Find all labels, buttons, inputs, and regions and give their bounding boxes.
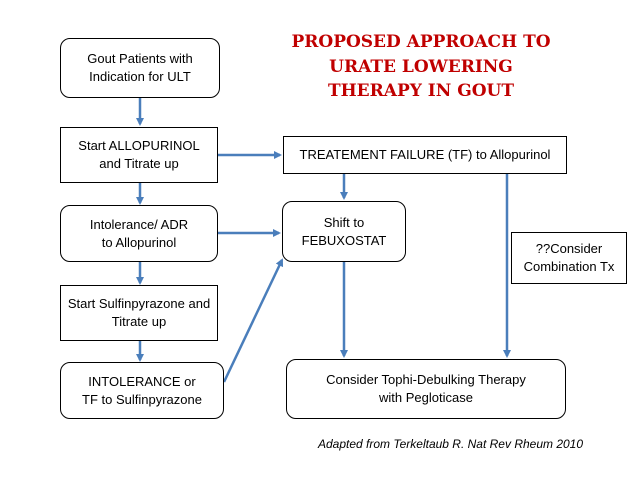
- box-intolerance-sulfinpyrazone-text: INTOLERANCE or TF to Sulfinpyrazone: [82, 373, 202, 407]
- box-start-allopurinol-text: Start ALLOPURINOL and Titrate up: [78, 138, 200, 171]
- box-consider-pegloticase-text: Consider Tophi-Debulking Therapy with Pe…: [326, 372, 526, 405]
- citation: Adapted from Terkeltaub R. Nat Rev Rheum…: [318, 437, 584, 451]
- arrow-sulfinpyrazone-failure-to-febuxostat: [222, 258, 284, 383]
- diagram-title: PROPOSED APPROACH TO URATE LOWERING THER…: [291, 32, 551, 102]
- box-gout-patients-text: Gout Patients with Indication for ULT: [87, 51, 193, 84]
- box-treatment-failure-text: TREATEMENT FAILURE (TF) to Allopurinol: [299, 147, 551, 163]
- box-consider-pegloticase: Consider Tophi-Debulking Therapy with Pe…: [286, 359, 566, 419]
- box-shift-febuxostat-text: Shift to FEBUXOSTAT: [301, 214, 387, 248]
- box-consider-combination-text: ??Consider Combination Tx: [523, 241, 615, 274]
- box-start-allopurinol: Start ALLOPURINOL and Titrate up: [60, 127, 218, 183]
- box-intolerance-sulfinpyrazone: INTOLERANCE or TF to Sulfinpyrazone: [60, 362, 224, 419]
- box-consider-combination: ??Consider Combination Tx: [511, 232, 627, 284]
- box-start-sulfinpyrazone-text: Start Sulfinpyrazone and Titrate up: [67, 296, 211, 329]
- box-shift-febuxostat: Shift to FEBUXOSTAT: [282, 201, 406, 262]
- box-intolerance-allopurinol-text: Intolerance/ ADR to Allopurinol: [89, 216, 189, 250]
- box-gout-patients: Gout Patients with Indication for ULT: [60, 38, 220, 98]
- box-treatment-failure: TREATEMENT FAILURE (TF) to Allopurinol: [283, 136, 567, 174]
- box-intolerance-allopurinol: Intolerance/ ADR to Allopurinol: [60, 205, 218, 262]
- box-start-sulfinpyrazone: Start Sulfinpyrazone and Titrate up: [60, 285, 218, 341]
